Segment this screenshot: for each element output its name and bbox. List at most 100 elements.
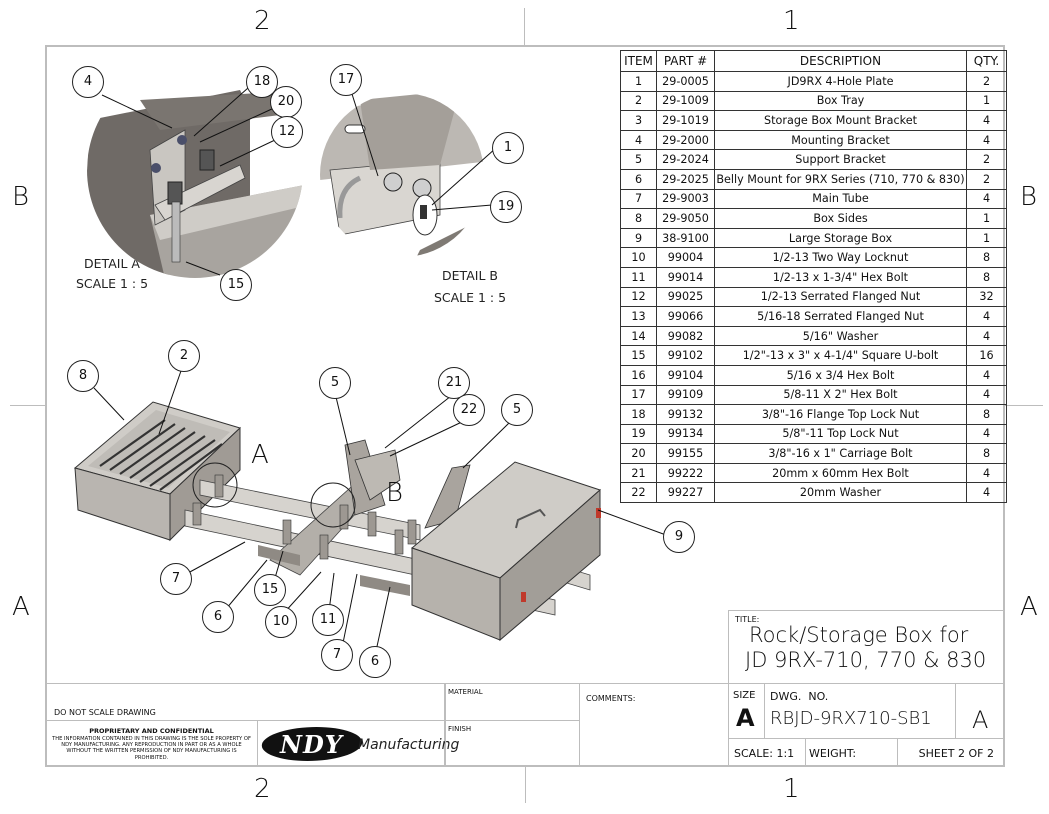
- balloon-5-left: 5: [319, 367, 351, 399]
- zone-left-a: A: [12, 592, 30, 622]
- zone-right-b: B: [1020, 182, 1038, 212]
- bom-cell-part: 29-1019: [656, 110, 715, 131]
- bom-cell-qty: 32: [966, 286, 1007, 308]
- bom-cell-description: 3/8"-16 x 1" Carriage Bolt: [714, 443, 967, 464]
- title-label: TITLE:: [735, 615, 760, 624]
- balloon-20: 20: [270, 86, 302, 118]
- bom-header-qty: QTY.: [966, 50, 1007, 72]
- bom-cell-part: 99227: [656, 482, 715, 504]
- sheet-label: SHEET 2 OF 2: [918, 747, 994, 760]
- bom-cell-qty: 8: [966, 266, 1007, 288]
- bom-cell-part: 99132: [656, 404, 715, 425]
- bom-header-part: PART #: [656, 50, 715, 72]
- balloon-6-left: 6: [202, 601, 234, 633]
- bom-cell-item: 15: [620, 345, 657, 366]
- detail-b-scale: SCALE 1 : 5: [433, 290, 507, 305]
- revision-value: A: [972, 706, 989, 734]
- zone-bottom-1: 1: [783, 774, 800, 804]
- detail-b-view: [320, 93, 484, 257]
- bom-cell-qty: 8: [966, 247, 1007, 268]
- zone-divider-bottom: [525, 767, 526, 803]
- do-not-scale-note: DO NOT SCALE DRAWING: [54, 708, 156, 717]
- ndy-logo-mark: NDY: [280, 730, 343, 759]
- balloon-5-right: 5: [501, 394, 533, 426]
- bom-cell-part: 29-2024: [656, 149, 715, 170]
- zone-top-2: 2: [254, 6, 271, 36]
- zone-divider-right: [1005, 405, 1043, 406]
- balloon-2: 2: [168, 340, 200, 372]
- balloon-15: 15: [254, 574, 286, 606]
- balloon-19: 19: [490, 191, 522, 223]
- scale-label: SCALE: 1:1: [734, 747, 795, 760]
- balloon-8: 8: [67, 360, 99, 392]
- balloon-1: 1: [492, 132, 524, 164]
- balloon-7-left: 7: [160, 563, 192, 595]
- proprietary-heading: PROPRIETARY AND CONFIDENTIAL: [89, 727, 214, 735]
- zone-top-1: 1: [783, 6, 800, 36]
- bom-cell-qty: 1: [966, 208, 1007, 229]
- main-assembly-view: [73, 401, 601, 642]
- bom-cell-description: 20mm Washer: [714, 482, 967, 504]
- detail-a-callout-letter: A: [251, 440, 269, 470]
- balloon-17: 17: [330, 64, 362, 96]
- bom-cell-description: 1/2-13 x 1-3/4" Hex Bolt: [714, 266, 967, 288]
- bom-header-row: ITEM PART # DESCRIPTION QTY.: [620, 50, 1007, 72]
- sheet-cell: SHEET 2 OF 2: [897, 738, 1005, 767]
- balloon-21: 21: [438, 367, 470, 399]
- detail-a-leaders: [101, 87, 276, 276]
- bom-cell-description: Storage Box Mount Bracket: [714, 110, 967, 131]
- bom-cell-description: 20mm x 60mm Hex Bolt: [714, 462, 967, 484]
- dwg-no-value: RBJD-9RX710-SB1: [770, 708, 932, 729]
- bom-cell-description: 3/8"-16 Flange Top Lock Nut: [714, 404, 967, 425]
- detail-a-scale: SCALE 1 : 5: [75, 276, 149, 291]
- bom-cell-item: 22: [620, 482, 657, 504]
- detail-b-callout-letter: B: [386, 478, 404, 508]
- proprietary-text: THE INFORMATION CONTAINED IN THIS DRAWIN…: [52, 736, 251, 761]
- size-value: A: [736, 704, 755, 732]
- balloon-22: 22: [453, 394, 485, 426]
- bom-cell-description: Main Tube: [714, 188, 967, 210]
- balloon-11: 11: [312, 604, 344, 636]
- finish-label: FINISH: [448, 725, 472, 733]
- bom-cell-qty: 4: [966, 482, 1007, 504]
- balloon-6-right: 6: [359, 646, 391, 678]
- zone-left-b: B: [12, 182, 30, 212]
- drawing-title-line2: JD 9RX-710, 770 & 830: [745, 648, 987, 672]
- bom-cell-part: 99025: [656, 286, 715, 308]
- detail-b-leaders: [351, 93, 497, 211]
- balloon-9: 9: [663, 521, 695, 553]
- balloon-4: 4: [72, 66, 104, 98]
- zone-bottom-2: 2: [254, 774, 271, 804]
- bom-cell-description: Mounting Bracket: [714, 129, 967, 151]
- detail-a-title: DETAIL A: [84, 256, 140, 271]
- balloon-7-right: 7: [321, 639, 353, 671]
- zone-divider-top: [524, 8, 525, 45]
- balloon-12: 12: [271, 116, 303, 148]
- bom-cell-part: 29-1009: [656, 90, 715, 112]
- bom-cell-item: 21: [620, 462, 657, 484]
- weight-label: WEIGHT:: [809, 747, 857, 760]
- bom-cell-item: 14: [620, 325, 657, 347]
- bom-cell-item: 20: [620, 443, 657, 464]
- main-view-leaders: [93, 367, 667, 652]
- drawing-title-line1: Rock/Storage Box for: [749, 623, 969, 647]
- size-label: SIZE: [733, 690, 756, 701]
- comments-label: COMMENTS:: [586, 694, 636, 703]
- zone-divider-left: [10, 405, 45, 406]
